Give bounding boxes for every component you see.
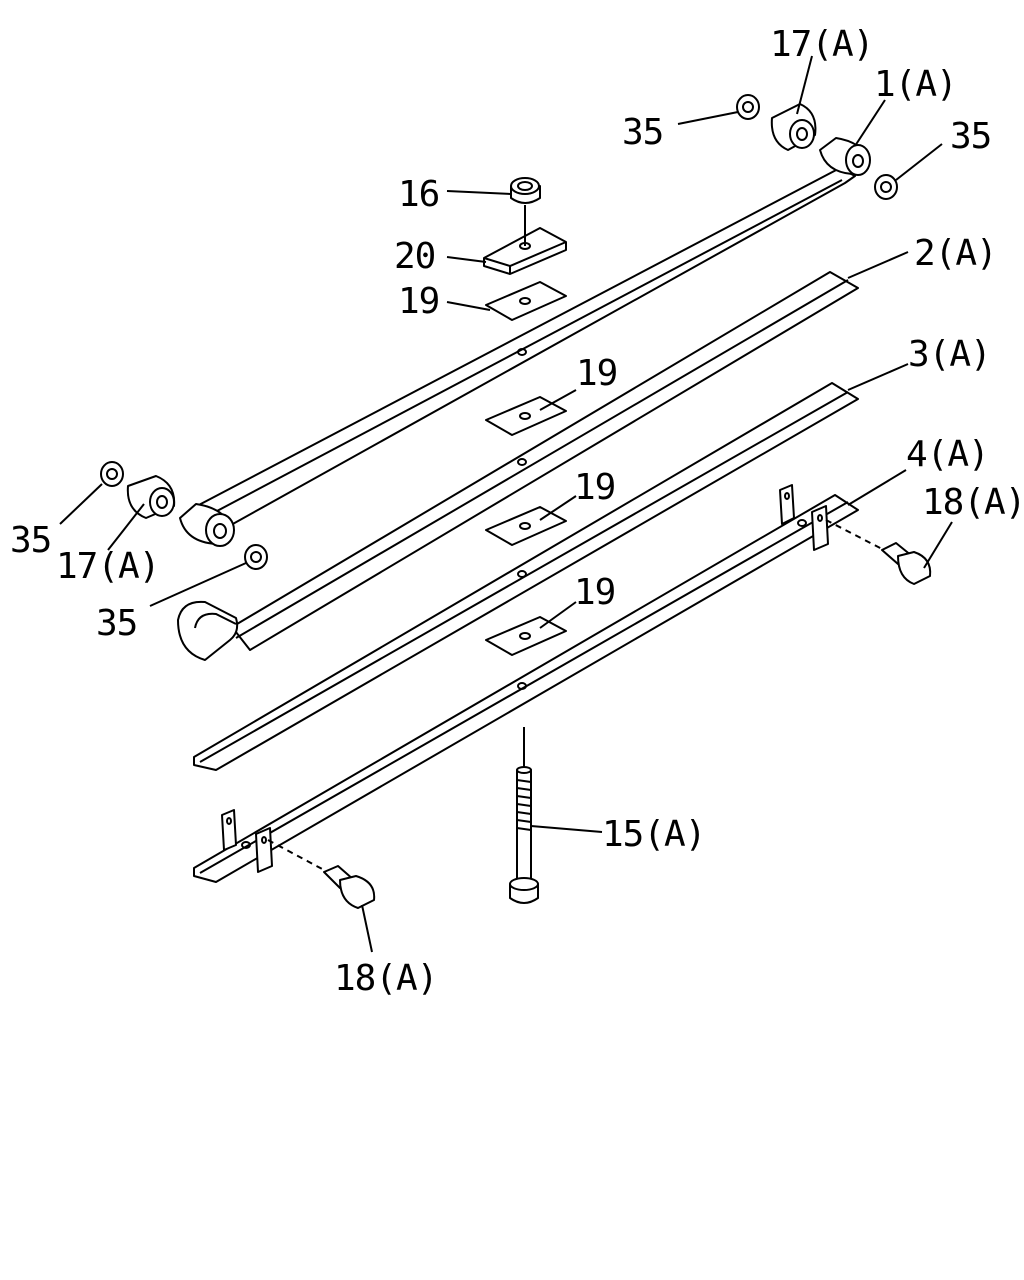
callout-20: 20 <box>394 236 435 277</box>
pad-19-d <box>485 616 567 656</box>
callout-16: 16 <box>398 174 439 215</box>
leader-lines <box>59 55 953 953</box>
leaf-4 <box>193 484 859 883</box>
washer-35-topright <box>874 174 898 200</box>
callout-18a-right: 18(A) <box>922 482 1024 523</box>
callout-19-b: 19 <box>576 353 617 394</box>
callout-35-topleft: 35 <box>622 112 663 153</box>
pad-19-top <box>485 281 567 321</box>
callout-17a-left: 17(A) <box>56 546 159 587</box>
callout-19-c: 19 <box>574 467 615 508</box>
callout-35-left: 35 <box>10 520 51 561</box>
nut-16 <box>510 177 541 204</box>
callout-18a-bottom: 18(A) <box>334 958 437 999</box>
bolt-18-right <box>881 542 932 585</box>
leaf-2-left-eye <box>177 600 239 661</box>
leaf-1 <box>179 137 871 547</box>
callout-1a: 1(A) <box>874 64 957 105</box>
bushing-17-left <box>126 475 176 519</box>
callout-15a: 15(A) <box>602 814 705 855</box>
pad-19-c <box>485 506 567 546</box>
callout-19-d: 19 <box>574 572 615 613</box>
washer-35-topleft <box>736 94 760 120</box>
leaf-4-right-clip <box>779 484 829 551</box>
callout-19-top: 19 <box>398 281 439 322</box>
callout-3a: 3(A) <box>908 334 991 375</box>
callout-17a-top: 17(A) <box>770 24 873 65</box>
washer-35-mid <box>244 544 268 570</box>
plate-20 <box>483 227 567 275</box>
leaf-2 <box>177 271 859 661</box>
leaf-3 <box>193 382 859 771</box>
center-bolt-15 <box>509 766 539 904</box>
leaf-1-left-eye <box>179 503 235 547</box>
bolt-18-bottom <box>323 865 376 909</box>
washer-35-left <box>100 461 124 487</box>
leaf-1-right-eye <box>819 137 871 176</box>
bushing-17-top <box>770 103 817 151</box>
callout-2a: 2(A) <box>914 233 997 274</box>
callout-35-mid: 35 <box>96 603 137 644</box>
leaf-4-left-clip <box>221 809 273 873</box>
callout-35-topright: 35 <box>950 116 991 157</box>
callout-4a: 4(A) <box>906 434 989 475</box>
